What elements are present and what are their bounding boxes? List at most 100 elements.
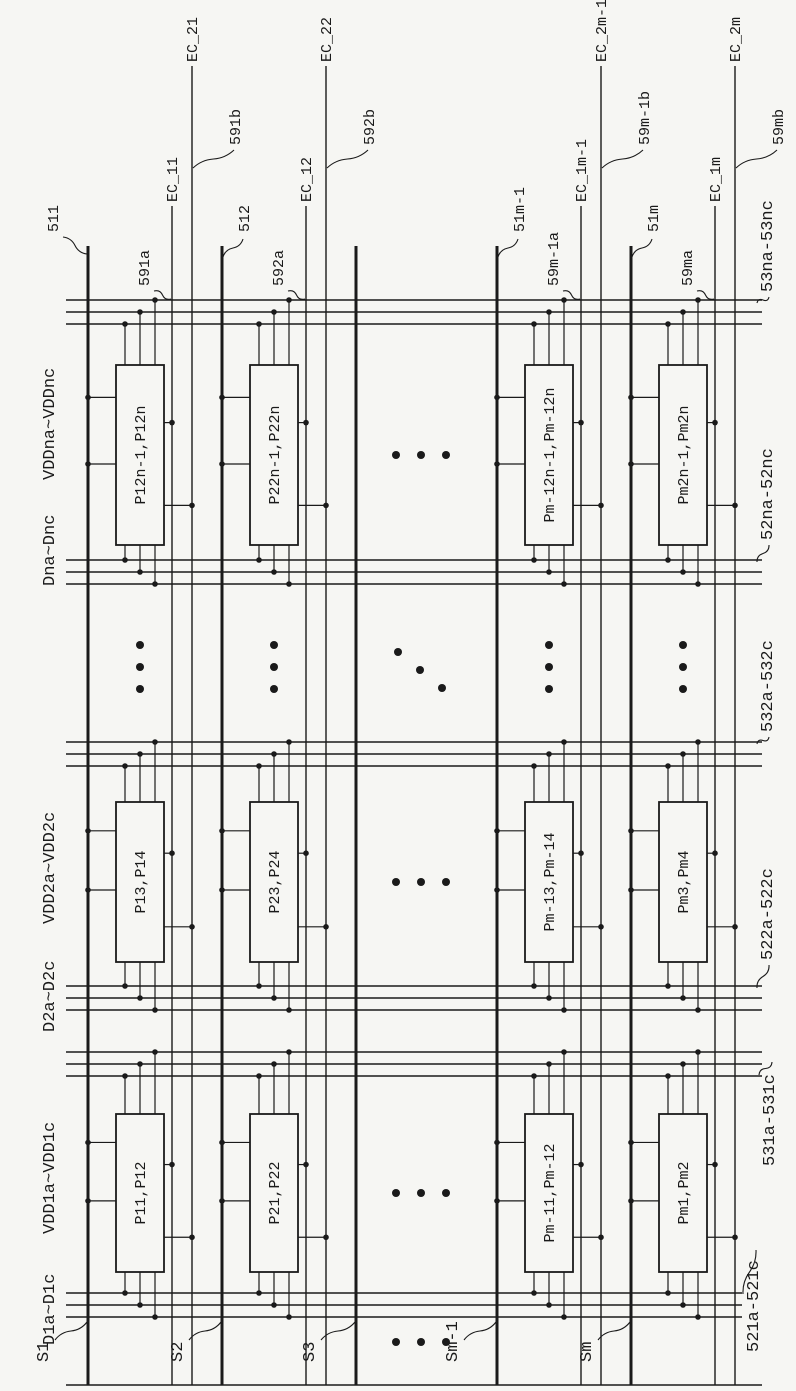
junction-dot [695,739,701,745]
bus-right-label: 52na-52nc [759,448,778,540]
bus-left-label: VDDna~VDDnc [41,368,60,480]
leader-squiggle [287,290,306,300]
leader-squiggle [326,149,369,169]
pixel-box [658,1113,708,1273]
junction-dot [680,1061,686,1067]
ellipsis-dot [442,1189,450,1197]
leader-squiggle [188,1321,222,1341]
ellipsis-dot [392,878,400,886]
ellipsis-dot [679,663,687,671]
junction-dot [561,739,567,745]
junction-dot [85,1139,91,1146]
junction-dot [494,394,500,401]
leader-squiggle [756,736,770,745]
junction-dot [169,1161,175,1168]
junction-dot [286,1007,292,1013]
junction-dot [628,887,634,893]
ellipsis-dot [136,663,144,671]
junction-dot [137,1061,143,1067]
ec1-name-label: EC_1m-1 [574,139,591,202]
leader-squiggle [597,1321,631,1341]
junction-dot [152,1049,158,1055]
junction-dot [665,763,671,769]
junction-dot [732,1234,738,1241]
junction-dot [219,461,225,467]
junction-dot [303,850,309,856]
junction-dot [219,1198,225,1204]
pixel-box-label: P23,P24 [267,850,284,913]
pixel-box [524,364,574,546]
junction-dot [137,1302,143,1308]
pixel-box [115,364,165,546]
junction-dot [137,995,143,1001]
pixel-box-label: Pm-13,Pm-14 [542,832,559,931]
junction-dot [732,924,738,930]
pixel-box-label: P12n-1,P12n [133,405,150,504]
pixel-box-label: P22n-1,P22n [267,405,284,504]
junction-dot [680,751,686,757]
junction-dot [531,763,537,769]
junction-dot [303,1161,309,1168]
ec2-ref-label: 59m-1b [637,91,654,145]
junction-dot [219,394,225,401]
pixel-box [249,364,299,546]
junction-dot [256,763,262,769]
leader-squiggle [153,290,172,300]
leader-squiggle [222,238,244,258]
ellipsis-dot [270,685,278,693]
junction-dot [271,751,277,757]
junction-dot [680,309,686,315]
ec1-ref-label: 592a [271,250,288,286]
leader-squiggle [756,964,770,989]
ellipsis-dot [392,1338,400,1346]
junction-dot [189,502,195,509]
junction-dot [122,1073,128,1079]
leader-squiggle [463,1321,497,1341]
pixel-box [115,801,165,963]
ellipsis-dot [442,878,450,886]
junction-dot [189,924,195,930]
junction-dot [494,887,500,893]
ellipsis-dot [136,685,144,693]
junction-dot [85,461,91,467]
ec2-ref-label: 59mb [771,109,788,145]
ec1-name-label: EC_11 [165,157,182,202]
junction-dot [546,995,552,1001]
ec2-ref-label: 591b [228,109,245,145]
junction-dot [598,924,604,930]
pixel-box [115,1113,165,1273]
junction-dot [286,1049,292,1055]
junction-dot [85,1198,91,1204]
junction-dot [732,502,738,509]
leader-squiggle [62,236,88,255]
leader-squiggle [756,544,770,563]
pixel-box-label: Pm3,Pm4 [676,850,693,913]
junction-dot [695,1314,701,1320]
ec1-name-label: EC_12 [299,157,316,202]
junction-dot [680,1302,686,1308]
junction-dot [256,1073,262,1079]
junction-dot [256,1290,262,1296]
pixel-box [249,1113,299,1273]
junction-dot [665,1073,671,1079]
pixel-box-label: P13,P14 [133,850,150,913]
junction-dot [546,751,552,757]
junction-dot [152,1007,158,1013]
junction-dot [219,1139,225,1146]
junction-dot [494,828,500,834]
junction-dot [271,1061,277,1067]
junction-dot [561,1049,567,1055]
leader-squiggle [735,149,778,169]
ellipsis-dot [545,663,553,671]
leader-squiggle [758,1061,773,1076]
junction-dot [712,1161,718,1168]
bus-left-label: VDD1a~VDD1c [41,1122,60,1234]
junction-dot [169,850,175,856]
junction-dot [256,557,262,563]
ellipsis-dot [417,1189,425,1197]
junction-dot [546,1302,552,1308]
junction-dot [286,739,292,745]
junction-dot [323,502,329,509]
scan-name-label: S1 [35,1342,54,1362]
